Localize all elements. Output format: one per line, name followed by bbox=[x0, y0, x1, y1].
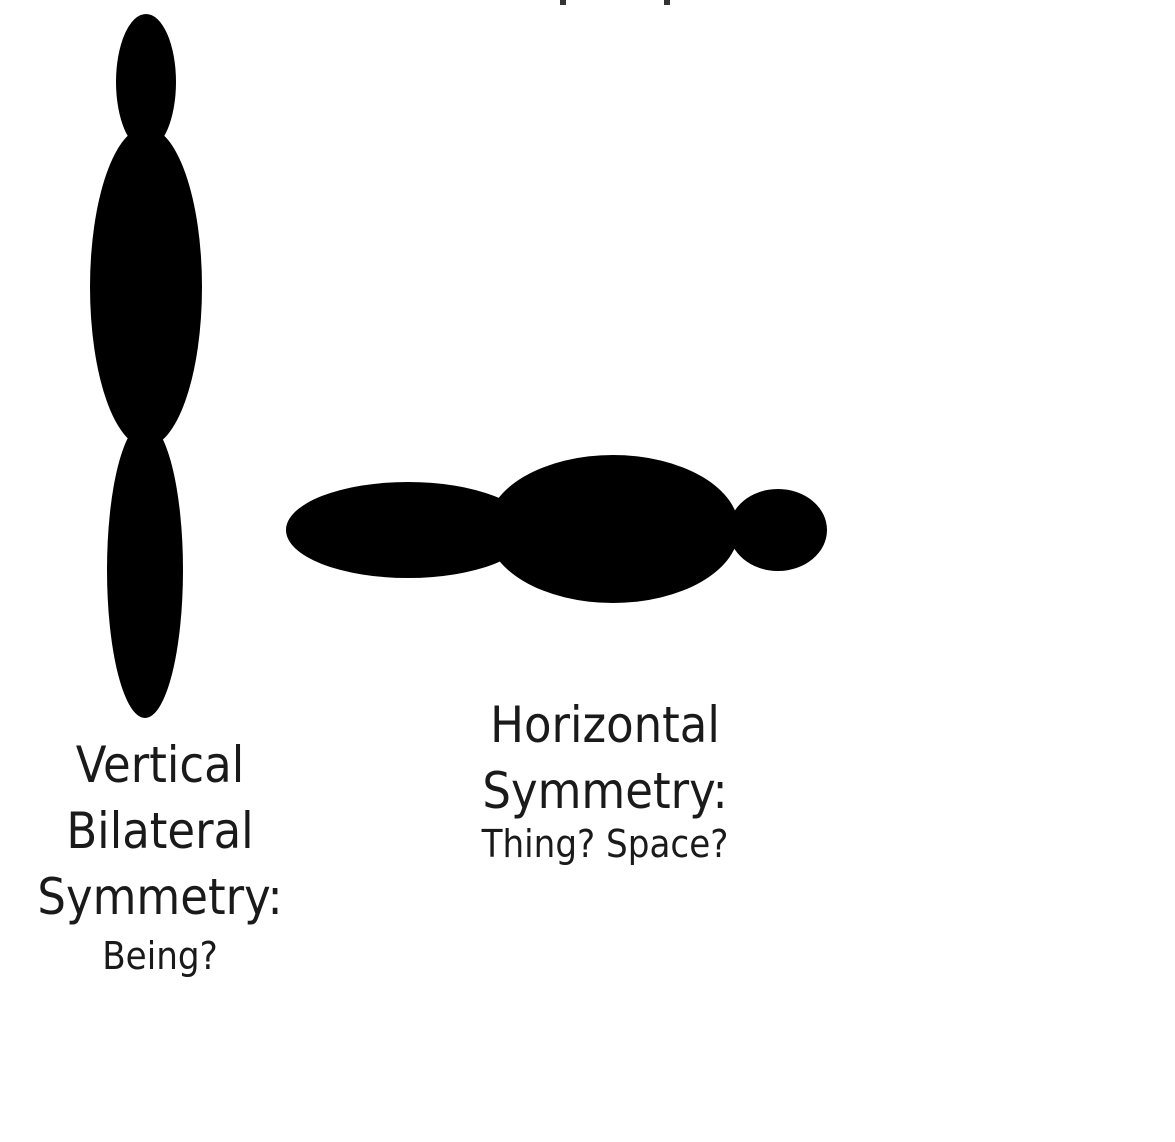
vertical-figure-tail bbox=[107, 422, 183, 718]
vertical-caption-line-3: Symmetry: bbox=[37, 868, 283, 926]
horizontal-caption-line-1: Horizontal bbox=[490, 696, 720, 754]
vertical-caption-line-2: Bilateral bbox=[66, 802, 254, 860]
vertical-figure-body bbox=[90, 127, 202, 447]
vertical-caption: Vertical Bilateral Symmetry: Being? bbox=[34, 732, 286, 982]
horizontal-figure-right-lobe bbox=[729, 489, 827, 571]
vertical-figure-head bbox=[116, 14, 176, 150]
horizontal-figure-middle-lobe bbox=[487, 455, 739, 603]
horizontal-figure bbox=[286, 455, 827, 603]
horizontal-caption-line-2: Symmetry: bbox=[482, 762, 728, 820]
horizontal-figure-left-lobe bbox=[286, 482, 530, 578]
vertical-figure bbox=[90, 14, 202, 718]
vertical-caption-question: Being? bbox=[102, 934, 218, 978]
horizontal-caption: Horizontal Symmetry: Thing? Space? bbox=[470, 692, 740, 870]
vertical-caption-line-1: Vertical bbox=[75, 736, 245, 794]
top-edge-marks bbox=[560, 0, 670, 5]
horizontal-caption-question: Thing? Space? bbox=[481, 822, 729, 866]
